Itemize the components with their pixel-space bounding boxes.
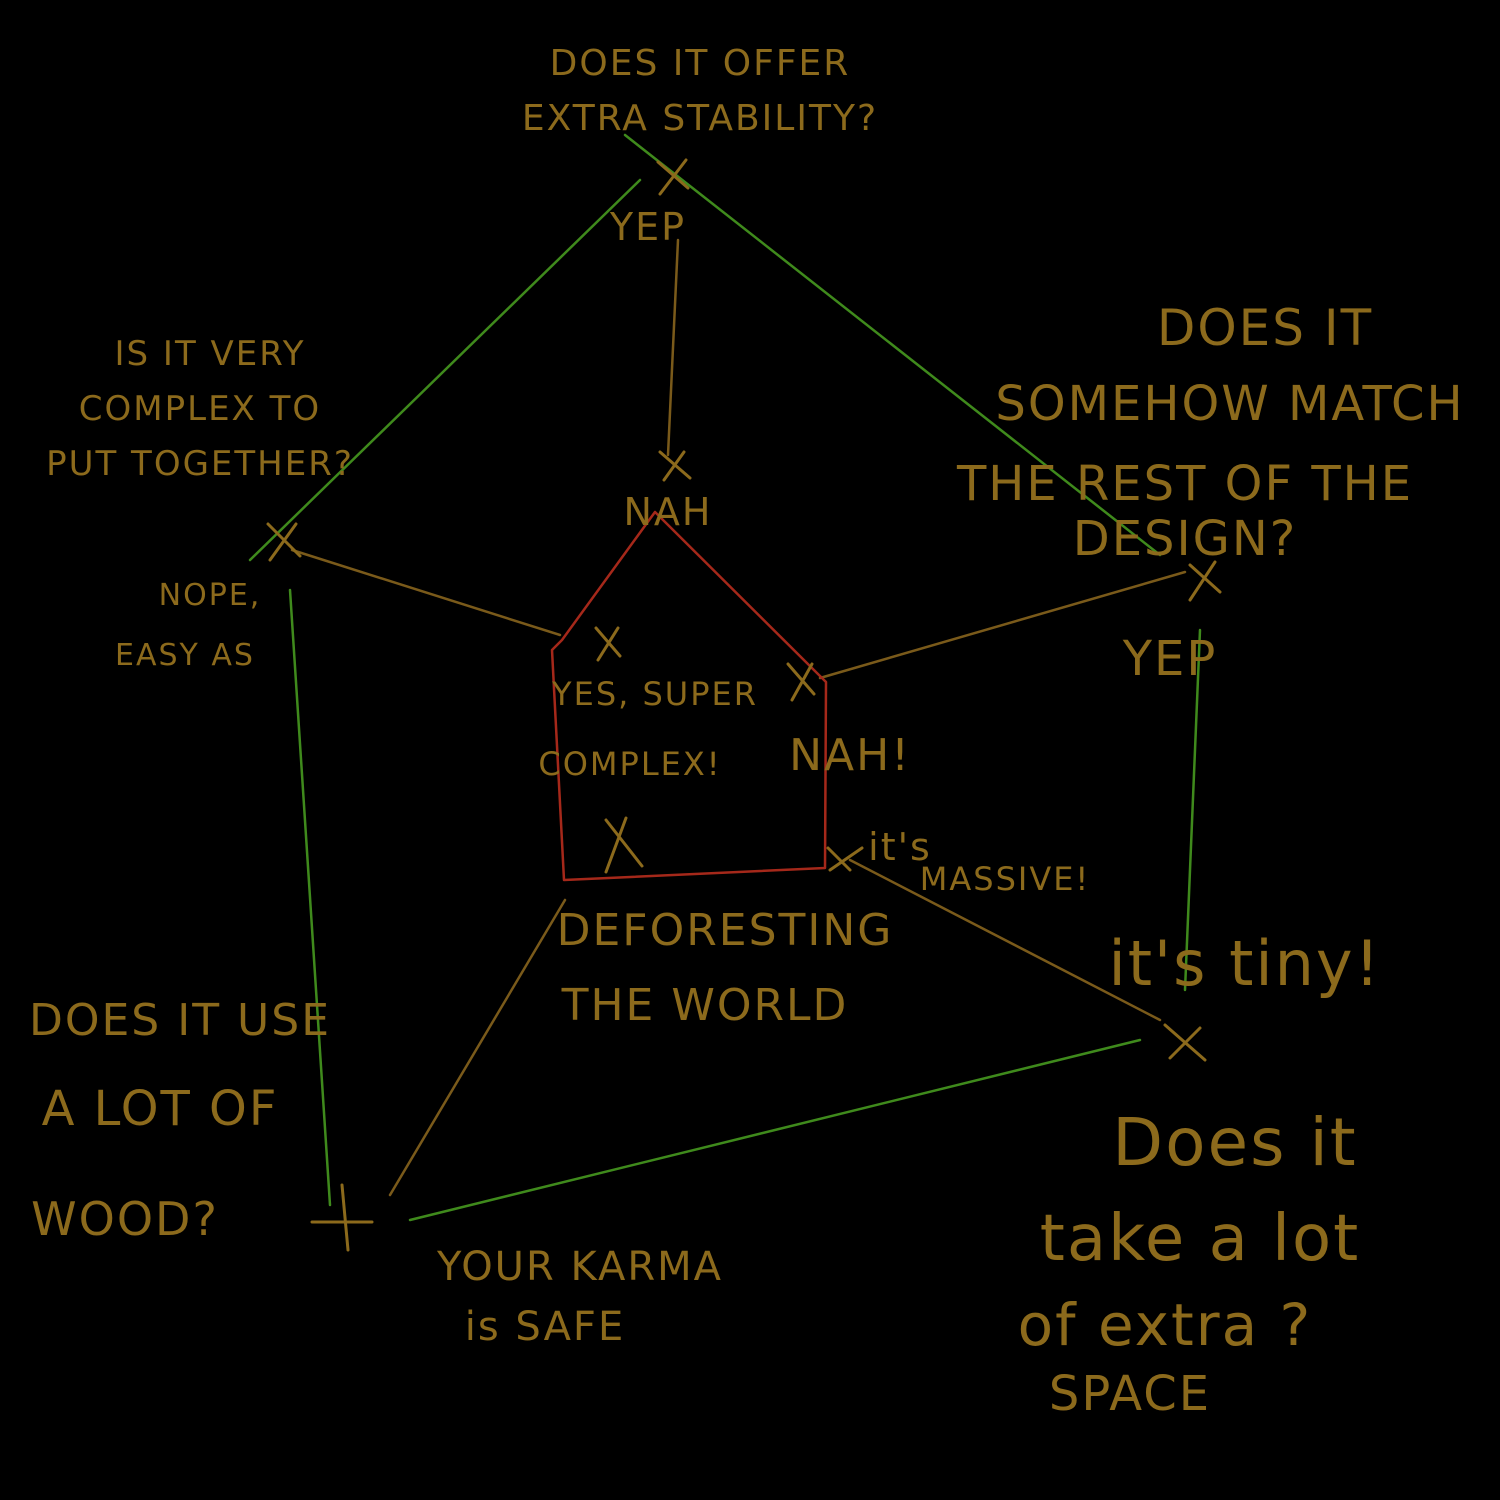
spoke — [290, 548, 562, 637]
axis-question: DESIGN? — [1073, 511, 1298, 567]
axis-question: IS IT VERY — [115, 334, 306, 374]
spoke — [848, 858, 1162, 1022]
x-mark — [266, 522, 302, 562]
x-mark — [594, 626, 622, 662]
axis-question: DOES IT OFFER — [550, 43, 851, 84]
axis-question: take a lot — [1040, 1202, 1360, 1276]
outer-answer: YEP — [609, 205, 686, 249]
outer-answer: is SAFE — [465, 1304, 625, 1350]
inner-answer: it's — [868, 825, 932, 869]
outer-answer: EASY AS — [115, 638, 255, 673]
x-mark — [658, 450, 692, 482]
plus-mark — [310, 1183, 374, 1252]
axis-question: SOMEHOW MATCH — [995, 376, 1464, 432]
axis-markers — [266, 158, 1222, 1252]
axis-question: A LOT OF — [42, 1081, 279, 1137]
axis-question: DOES IT — [1157, 299, 1373, 357]
inner-answer: COMPLEX! — [538, 745, 721, 783]
axis-question: DOES IT USE — [29, 995, 331, 1046]
outer-edge — [288, 588, 332, 1207]
axis-question: WOOD? — [31, 1192, 219, 1246]
outer-answer: YEP — [1122, 631, 1218, 687]
x-mark — [1188, 560, 1222, 602]
outer-answer: NOPE, — [159, 578, 262, 613]
x-mark — [1163, 1023, 1207, 1062]
inner-answer: NAH! — [789, 730, 911, 781]
axis-question: THE REST OF THE — [956, 456, 1413, 512]
outer-edge — [408, 1038, 1142, 1222]
axis-question: Does it — [1112, 1104, 1357, 1181]
outer-edge — [248, 178, 642, 562]
x-mark — [656, 158, 690, 196]
axis-question: PUT TOGETHER? — [46, 444, 354, 484]
axis-question: COMPLEX TO — [79, 389, 321, 429]
spokes — [290, 238, 1187, 1197]
inner-answer: NAH — [624, 490, 713, 534]
inner-answer: YES, SUPER — [551, 675, 758, 713]
spoke — [666, 238, 680, 457]
outer-answer: it's tiny! — [1109, 927, 1382, 1000]
spoke — [818, 570, 1187, 680]
x-mark — [786, 662, 816, 702]
axis-question: EXTRA STABILITY? — [522, 98, 878, 139]
labels: DOES IT OFFER EXTRA STABILITY? YEP NAH I… — [29, 43, 1464, 1422]
outer-edge — [623, 133, 1162, 557]
axis-question: of extra ? — [1018, 1291, 1313, 1359]
inner-answer: THE WORLD — [561, 980, 849, 1031]
inner-answer: MASSIVE! — [920, 860, 1091, 898]
outer-polygon — [248, 133, 1202, 1222]
axis-question: SPACE — [1049, 1366, 1211, 1422]
outer-edge — [1183, 628, 1202, 992]
spoke — [388, 898, 567, 1197]
inner-polygon — [550, 510, 828, 882]
outer-answer: YOUR KARMA — [436, 1244, 723, 1290]
x-mark — [604, 816, 644, 874]
inner-answer: DEFORESTING — [557, 905, 894, 956]
x-mark — [826, 846, 864, 872]
